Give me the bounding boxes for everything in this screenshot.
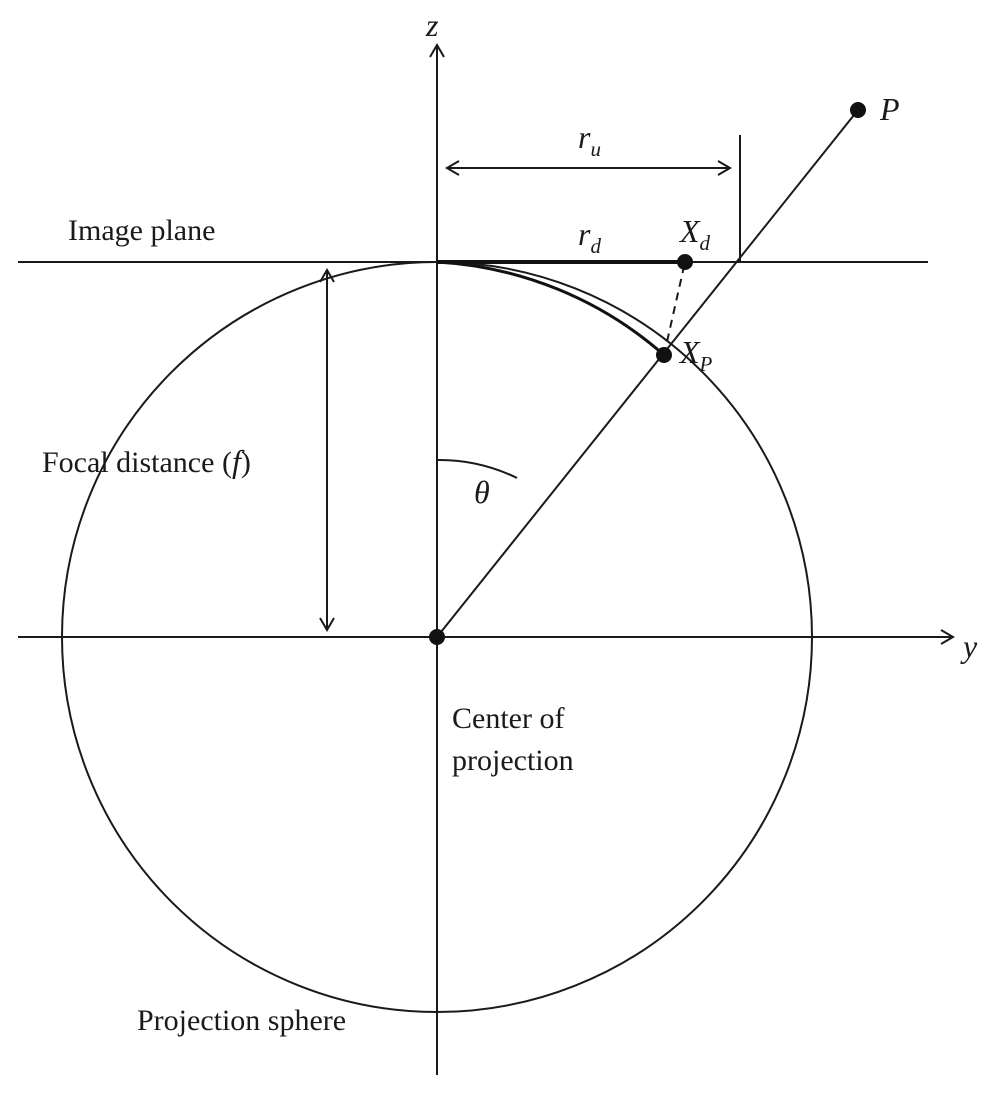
label-xp-main: X xyxy=(678,334,701,370)
focal-label-text: Focal distance ( xyxy=(42,446,232,479)
sphere-arc-highlight xyxy=(436,260,665,357)
projection-sphere-label: Projection sphere xyxy=(137,1004,346,1037)
label-ru: ru xyxy=(578,119,601,161)
theta-arc xyxy=(436,458,518,479)
z-axis-label: z xyxy=(425,7,439,43)
label-xd-main: X xyxy=(678,213,701,249)
label-xp-sub: P xyxy=(699,352,713,376)
label-ru-sub: u xyxy=(590,137,601,161)
label-rd: rd xyxy=(578,216,601,258)
center-point xyxy=(429,629,445,645)
label-xd: Xd xyxy=(678,213,711,255)
label-rd-sub: d xyxy=(590,234,601,258)
point-xd xyxy=(677,254,693,270)
label-xd-sub: d xyxy=(700,231,711,255)
image-plane-label: Image plane xyxy=(68,214,215,247)
theta-label: θ xyxy=(474,474,490,510)
focal-close: ) xyxy=(241,446,251,479)
y-axis-label: y xyxy=(960,628,978,664)
xp-xd-dashed xyxy=(663,261,686,356)
center-of-projection-line2: projection xyxy=(452,744,574,777)
label-ru-main: r xyxy=(578,119,591,155)
label-p: P xyxy=(879,91,900,127)
point-p xyxy=(850,102,866,118)
center-of-projection-line1: Center of xyxy=(452,702,564,735)
point-xp xyxy=(656,347,672,363)
projection-ray xyxy=(436,109,859,638)
label-rd-main: r xyxy=(578,216,591,252)
focal-distance-label: Focal distance (f) xyxy=(42,443,251,479)
label-xp: XP xyxy=(678,334,713,376)
